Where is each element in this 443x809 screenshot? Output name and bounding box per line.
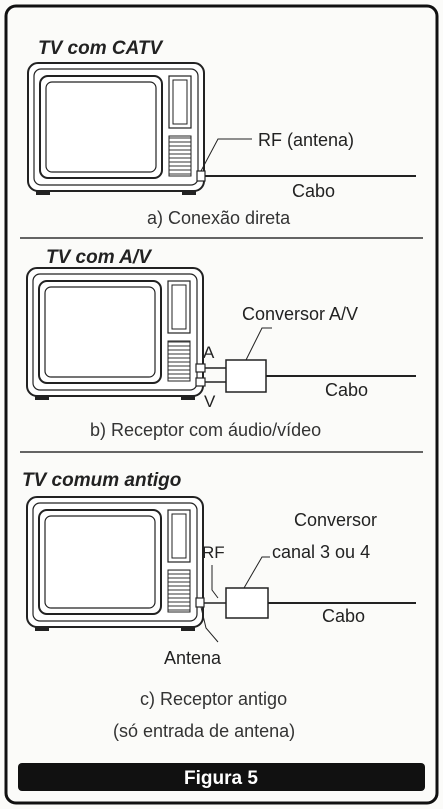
figure-banner (18, 763, 425, 791)
rf-label-a: RF (antena) (258, 130, 354, 150)
converter-label-c-1: Conversor (294, 510, 377, 530)
rf-leader-a (200, 138, 252, 172)
panel-c-title: TV comum antigo (22, 470, 181, 491)
tv-c-icon (26, 496, 204, 631)
antenna-leader (200, 606, 219, 643)
antenna-jack (195, 597, 205, 608)
rf-leader-c (211, 565, 219, 599)
channel-converter-box (225, 587, 269, 619)
panel-c: TV comum antigo Conversor canal 3 ou 4 R… (22, 470, 416, 741)
converter-label-b: Conversor A/V (242, 304, 358, 324)
cable-label-b: Cabo (325, 380, 368, 400)
panel-b-caption: b) Receptor com áudio/vídeo (90, 420, 321, 440)
cable-label-a: Cabo (292, 181, 335, 201)
av-converter-box (225, 359, 267, 393)
figure-label: Figura 5 (184, 768, 258, 789)
tv-b-icon (26, 267, 204, 400)
converter-label-c-2: canal 3 ou 4 (272, 542, 370, 562)
panel-c-caption-1: c) Receptor antigo (140, 689, 287, 709)
video-jack (195, 377, 206, 387)
panel-b-title: TV com A/V (46, 247, 152, 268)
audio-label: A (203, 343, 215, 362)
rf-label-c: RF (202, 543, 225, 562)
antenna-label: Antena (164, 648, 222, 668)
rf-jack-a (196, 170, 206, 182)
audio-jack (195, 363, 206, 373)
outer-border (4, 4, 439, 805)
tv-a-icon (27, 62, 205, 195)
video-label: V (204, 392, 216, 411)
panel-b: TV com A/V Conversor A/V A V Cabo b) Rec… (26, 247, 416, 440)
panel-a-caption: a) Conexão direta (147, 208, 291, 228)
cable-label-c: Cabo (322, 606, 365, 626)
panel-a-title: TV com CATV (38, 38, 164, 59)
panel-a: TV com CATV RF (antena) Cabo a) Conexão … (27, 38, 416, 228)
panel-c-caption-2: (só entrada de antena) (113, 721, 295, 741)
converter-leader-c (243, 556, 270, 589)
converter-leader-b (245, 327, 272, 361)
